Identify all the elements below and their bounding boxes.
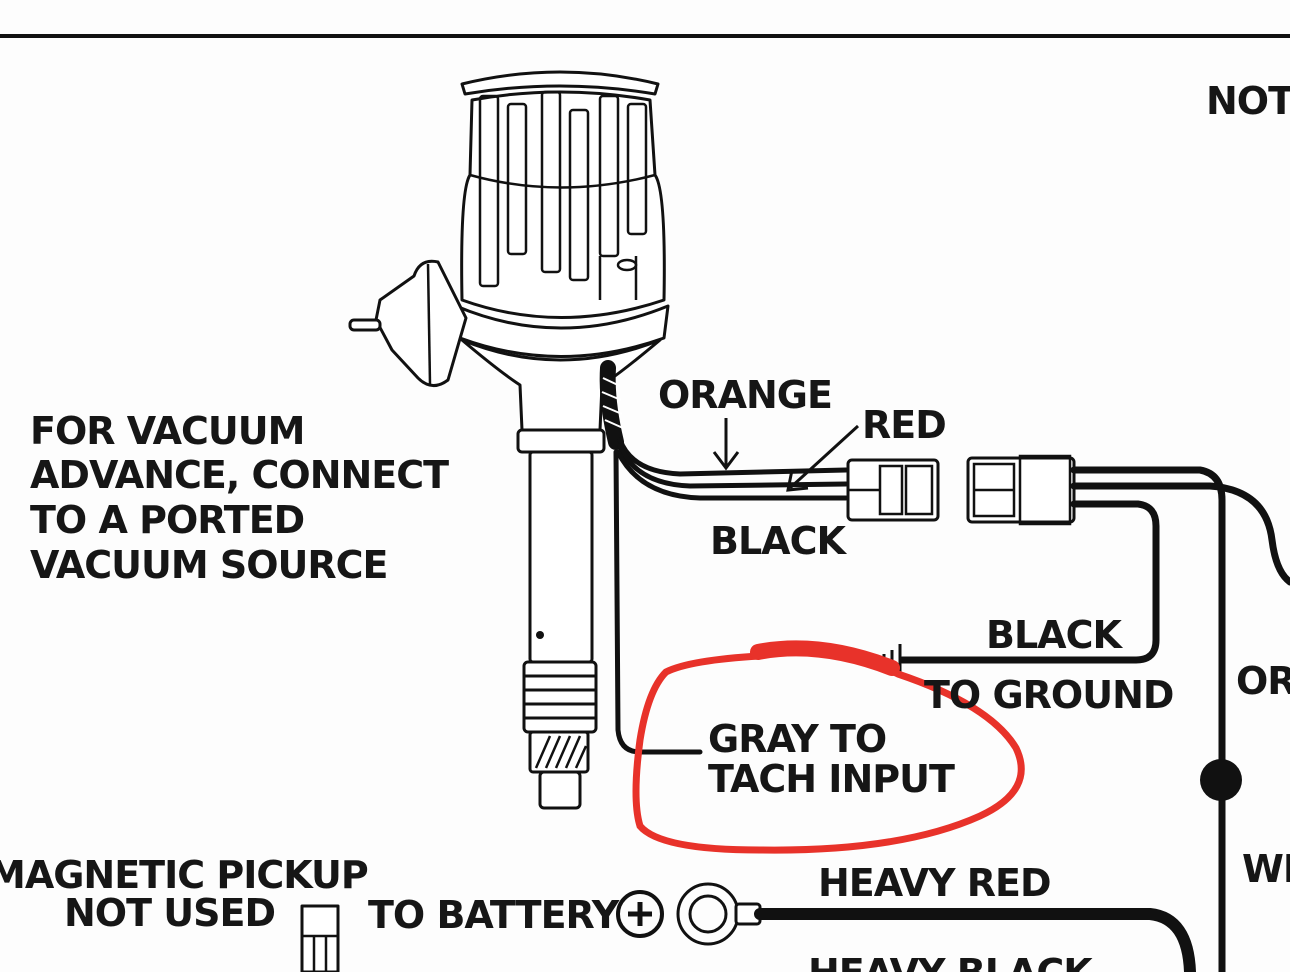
- wire-red: [617, 443, 849, 489]
- junction-dot-icon: [1200, 759, 1242, 801]
- connector-plug-icon: [846, 458, 940, 522]
- label-black: BLACK: [710, 519, 847, 563]
- pickup-connector-icon: [300, 904, 340, 972]
- connector-socket-icon: [966, 454, 1076, 526]
- label-gray-tach-1: GRAY TO: [708, 717, 886, 761]
- vacuum-note-line-1: FOR VACUUM: [30, 409, 304, 453]
- arrow-orange: [712, 418, 740, 471]
- wire-black-ground: [898, 500, 1160, 664]
- wire-orange: [617, 437, 849, 477]
- wire-black: [615, 449, 849, 501]
- wire-harness-right-1: [1070, 466, 1226, 972]
- lead-harness: [599, 360, 624, 450]
- vacuum-canister-icon: [348, 259, 468, 387]
- label-red: RED: [862, 403, 946, 447]
- label-black-ground: BLACK: [986, 613, 1123, 657]
- arrow-red: [786, 424, 860, 492]
- vacuum-note-line-4: VACUUM SOURCE: [30, 543, 388, 587]
- label-to-battery: TO BATTERY: [368, 893, 620, 937]
- label-right-edge-bottom: WI: [1242, 847, 1290, 891]
- distributor-icon: [454, 70, 670, 810]
- label-right-edge-top: NOT: [1206, 79, 1290, 123]
- label-orange: ORANGE: [658, 373, 832, 417]
- label-heavy-black: HEAVY BLACK: [808, 951, 1094, 972]
- highlight-circle: [632, 646, 1025, 854]
- pickup-note-line-2: NOT USED: [64, 891, 275, 935]
- vacuum-note-line-3: TO A PORTED: [30, 498, 304, 542]
- vacuum-note: FOR VACUUM ADVANCE, CONNECT TO A PORTED …: [30, 409, 450, 587]
- ring-terminal-icon: [676, 882, 762, 946]
- vacuum-note-line-2: ADVANCE, CONNECT: [30, 453, 449, 497]
- pickup-note-line-1: MAGNETIC PICKUP: [0, 853, 368, 897]
- label-heavy-red: HEAVY RED: [818, 861, 1051, 905]
- wire-heavy-red: [754, 908, 1196, 972]
- label-gray-tach-2: TACH INPUT: [708, 757, 955, 801]
- label-right-edge-mid: OR: [1236, 659, 1290, 703]
- battery-plus-icon: [616, 890, 664, 938]
- label-to-ground: TO GROUND: [924, 673, 1173, 717]
- wire-harness-right-2: [1070, 482, 1290, 586]
